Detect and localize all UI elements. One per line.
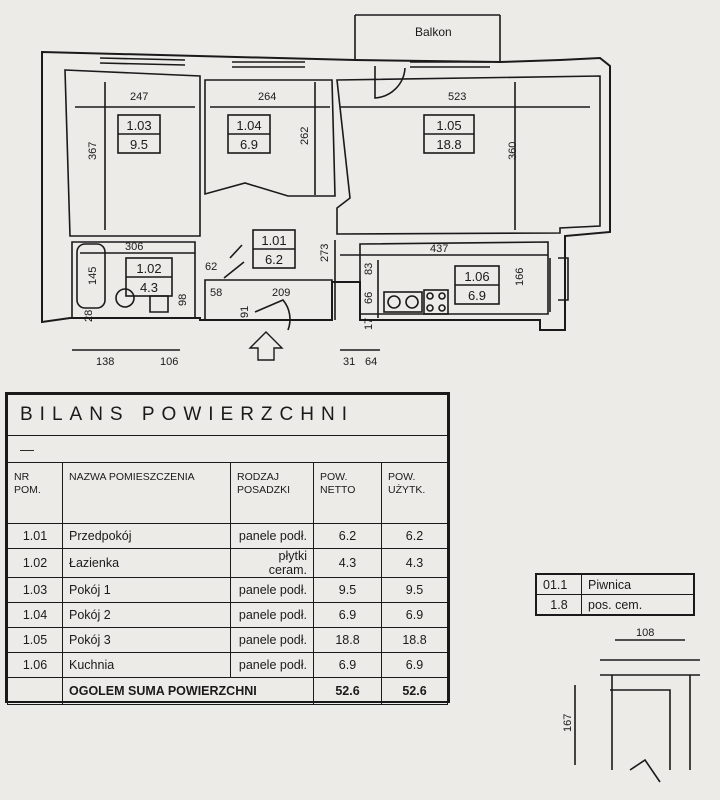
row-name: Pokój 1 — [62, 577, 231, 603]
row-nr: 1.06 — [7, 652, 63, 678]
dim-209: 209 — [272, 287, 290, 299]
dim-98: 98 — [177, 294, 189, 306]
dim-367: 367 — [87, 142, 99, 160]
total-row: OGOLEM SUMA POWIERZCHNI 52.6 52.6 — [7, 677, 448, 705]
basement-table: 01.1 Piwnica 1.8 pos. cem. — [535, 573, 695, 616]
row-name: Przedpokój — [62, 523, 231, 549]
dim-31: 31 — [343, 356, 355, 368]
table-row: 1.8 pos. cem. — [535, 594, 695, 616]
row-nr: 1.05 — [7, 627, 63, 653]
room-id-102: 1.02 — [136, 261, 161, 276]
table-row: 1.01 Przedpokój panele podł. 6.2 6.2 — [7, 523, 448, 549]
row-floor: panele podł. — [230, 523, 314, 549]
room-id-105: 1.05 — [436, 118, 461, 133]
row-netto: 6.9 — [313, 602, 382, 628]
table-header-row: NR POM. NAZWA POMIESZCZENIA RODZAJ POSAD… — [7, 462, 448, 524]
header-name: NAZWA POMIESZCZENIA — [62, 462, 231, 524]
dim-264: 264 — [258, 91, 276, 103]
piwnica-width: 108 — [636, 627, 654, 639]
room-area-101: 6.2 — [265, 252, 283, 267]
row-netto: 4.3 — [313, 548, 382, 578]
table-row: 1.06 Kuchnia panele podł. 6.9 6.9 — [7, 652, 448, 678]
room-area-102: 4.3 — [140, 280, 158, 295]
dim-106: 106 — [160, 356, 178, 368]
row-floor: panele podł. — [230, 652, 314, 678]
total-label: OGOLEM SUMA POWIERZCHNI — [62, 677, 314, 705]
row-netto: 18.8 — [313, 627, 382, 653]
row-netto: 9.5 — [313, 577, 382, 603]
room-id-101: 1.01 — [261, 233, 286, 248]
balcony-label: Balkon — [415, 25, 452, 39]
piwnica-depth: 167 — [562, 714, 574, 732]
dim-138: 138 — [96, 356, 114, 368]
basement-nr: 1.8 — [535, 594, 582, 616]
basement-nr: 01.1 — [535, 573, 582, 595]
dim-273: 273 — [319, 244, 331, 262]
row-floor: panele podł. — [230, 602, 314, 628]
table-subtitle: — — [7, 435, 448, 463]
table-title: BILANS POWIERZCHNI — [7, 394, 448, 436]
row-floor: panele podł. — [230, 577, 314, 603]
dim-306: 306 — [125, 241, 143, 253]
room-id-104: 1.04 — [236, 118, 261, 133]
row-nr: 1.03 — [7, 577, 63, 603]
dim-58: 58 — [210, 287, 222, 299]
dim-262: 262 — [299, 127, 311, 145]
row-netto: 6.9 — [313, 652, 382, 678]
dim-66: 66 — [363, 292, 375, 304]
row-nr: 1.04 — [7, 602, 63, 628]
row-name: Łazienka — [62, 548, 231, 578]
row-uzytk: 4.3 — [381, 548, 448, 578]
header-netto: POW. NETTO — [313, 462, 382, 524]
room-area-103: 9.5 — [130, 137, 148, 152]
table-row: 1.05 Pokój 3 panele podł. 18.8 18.8 — [7, 627, 448, 653]
header-floor: RODZAJ POSADZKI — [230, 462, 314, 524]
area-balance-table: BILANS POWIERZCHNI — NR POM. NAZWA POMIE… — [5, 392, 450, 705]
row-name: Pokój 2 — [62, 602, 231, 628]
row-nr: 1.01 — [7, 523, 63, 549]
room-id-103: 1.03 — [126, 118, 151, 133]
row-uzytk: 18.8 — [381, 627, 448, 653]
row-floor: panele podł. — [230, 627, 314, 653]
dim-17: 17 — [363, 318, 375, 330]
room-id-106: 1.06 — [464, 269, 489, 284]
header-nr: NR POM. — [7, 462, 63, 524]
dim-64: 64 — [365, 356, 377, 368]
total-netto: 52.6 — [313, 677, 382, 705]
row-uzytk: 9.5 — [381, 577, 448, 603]
dim-360: 360 — [507, 142, 519, 160]
room-area-106: 6.9 — [468, 288, 486, 303]
room-area-104: 6.9 — [240, 137, 258, 152]
row-floor: płytki ceram. — [230, 548, 314, 578]
basement-name: Piwnica — [581, 573, 695, 595]
basement-name: pos. cem. — [581, 594, 695, 616]
dim-247: 247 — [130, 91, 148, 103]
row-uzytk: 6.9 — [381, 602, 448, 628]
row-name: Kuchnia — [62, 652, 231, 678]
dim-523: 523 — [448, 91, 466, 103]
row-uzytk: 6.9 — [381, 652, 448, 678]
dim-91: 91 — [239, 306, 251, 318]
table-row: 1.04 Pokój 2 panele podł. 6.9 6.9 — [7, 602, 448, 628]
dim-28: 28 — [83, 310, 95, 322]
header-uzytk: POW. UŻYTK. — [381, 462, 448, 524]
table-row: 01.1 Piwnica — [535, 573, 695, 595]
dim-437: 437 — [430, 243, 448, 255]
row-name: Pokój 3 — [62, 627, 231, 653]
dim-62: 62 — [205, 261, 217, 273]
table-row: 1.03 Pokój 1 panele podł. 9.5 9.5 — [7, 577, 448, 603]
total-uzytk: 52.6 — [381, 677, 448, 705]
dim-83: 83 — [363, 263, 375, 275]
room-area-105: 18.8 — [436, 137, 461, 152]
row-nr: 1.02 — [7, 548, 63, 578]
row-uzytk: 6.2 — [381, 523, 448, 549]
dim-166: 166 — [514, 268, 526, 286]
table-row: 1.02 Łazienka płytki ceram. 4.3 4.3 — [7, 548, 448, 578]
row-netto: 6.2 — [313, 523, 382, 549]
dim-145: 145 — [87, 267, 99, 285]
